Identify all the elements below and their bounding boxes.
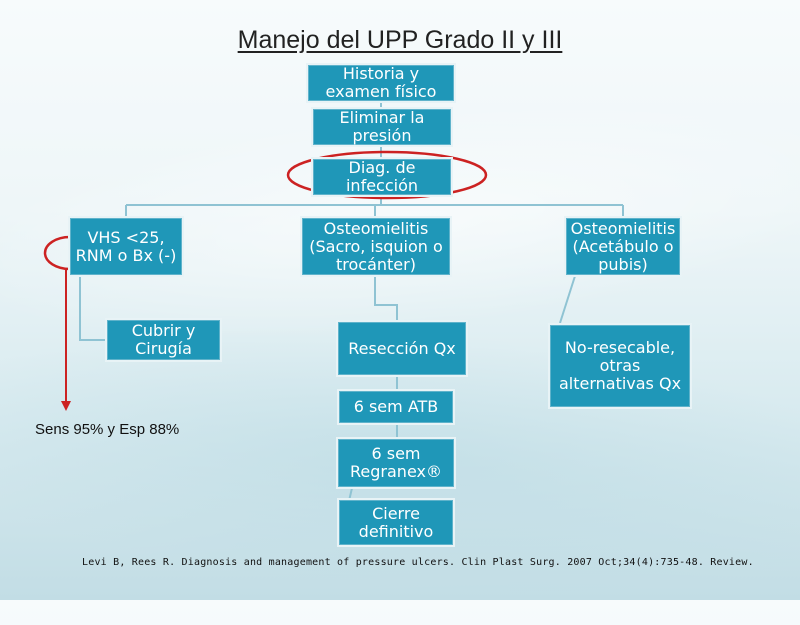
node-historia: Historia y examen físico bbox=[306, 63, 456, 103]
node-atb: 6 sem ATB bbox=[337, 389, 455, 425]
node-regranex: 6 sem Regranex® bbox=[336, 437, 456, 489]
node-osteo-acetabulo: Osteomielitis (Acetábulo o pubis) bbox=[564, 216, 682, 277]
node-reseccion: Resección Qx bbox=[336, 320, 468, 377]
red-arrow-head bbox=[61, 401, 71, 411]
connector-vhs-cubrir bbox=[79, 275, 106, 341]
node-diag-infeccion: Diag. de infección bbox=[311, 157, 453, 197]
connector-acet-noresecable bbox=[559, 275, 576, 324]
node-eliminar-presion: Eliminar la presión bbox=[311, 107, 453, 147]
sensitivity-annotation: Sens 95% y Esp 88% bbox=[35, 421, 180, 438]
node-cubrir-cirugia: Cubrir y Cirugía bbox=[105, 318, 222, 362]
node-osteo-sacro: Osteomielitis (Sacro, isquion o trocánte… bbox=[300, 216, 452, 277]
citation-reference: Levi B, Rees R. Diagnosis and management… bbox=[82, 557, 754, 568]
slide-title: Manejo del UPP Grado II y III bbox=[237, 26, 563, 54]
highlight-ellipse-diag bbox=[286, 150, 488, 200]
node-vhs: VHS <25, RNM o Bx (-) bbox=[68, 216, 184, 277]
node-cierre-definitivo: Cierre definitivo bbox=[337, 498, 455, 547]
connector-osteo-resection bbox=[374, 276, 398, 320]
node-no-resecable: No-resecable, otras alternativas Qx bbox=[548, 323, 692, 409]
connector-lines bbox=[43, 102, 624, 541]
